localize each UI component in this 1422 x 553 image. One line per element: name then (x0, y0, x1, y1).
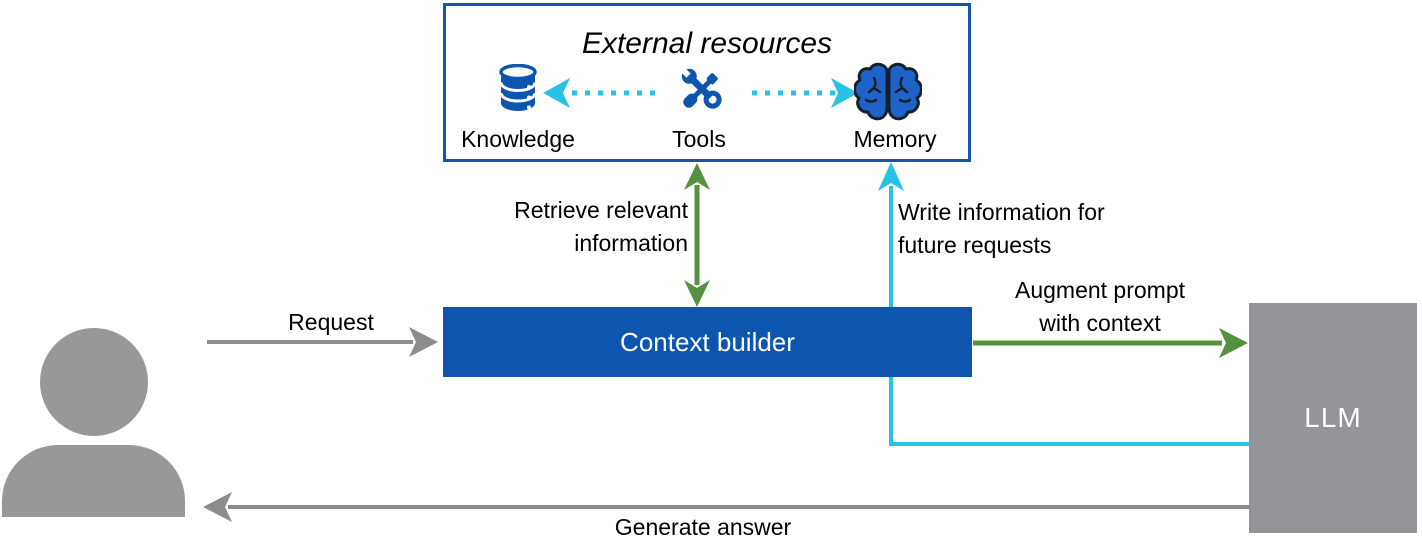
memory-label: Memory (853, 126, 937, 152)
llm-box: LLM (1249, 303, 1417, 533)
brain-left-lobe (854, 62, 889, 121)
external-resources-box: External resources (443, 3, 971, 162)
dotted-arrowhead-left-icon (543, 78, 570, 108)
generate-answer-label: Generate answer (614, 514, 792, 540)
retrieve-label: Retrieve relevant information (514, 197, 688, 256)
wrench-glyph (680, 67, 722, 109)
tools-to-knowledge-dotted-arrow (543, 78, 655, 108)
generate-answer-arrow (203, 492, 1249, 522)
person-head (40, 328, 148, 436)
memory-write-arrowhead-icon (878, 162, 904, 191)
llm-label: LLM (1304, 402, 1362, 433)
external-resources-title: External resources (581, 27, 833, 60)
brain-icon (854, 62, 922, 121)
augment-label: Augment prompt with context (1014, 277, 1186, 336)
context-builder-label: Context builder (620, 326, 795, 357)
tools-to-memory-dotted-arrow (752, 78, 858, 108)
retrieve-arrowhead-up-icon (684, 163, 710, 190)
dotted-arrowhead-right-icon (831, 78, 858, 108)
brain-right-lobe (887, 62, 922, 121)
retrieve-arrowhead-down-icon (684, 280, 710, 307)
tools-icon (680, 67, 722, 109)
tools-label: Tools (672, 126, 726, 152)
request-label: Request (288, 309, 374, 335)
generate-answer-arrowhead-icon (203, 492, 232, 522)
person-body (2, 445, 185, 517)
augment-arrow (973, 328, 1248, 358)
memory-write-line (889, 186, 1249, 446)
resource-dotted-links (543, 78, 858, 108)
request-arrow (207, 327, 438, 357)
write-label: Write information for future requests (898, 199, 1105, 258)
memory-write-arrow (878, 162, 1249, 446)
retrieve-double-arrow (684, 163, 710, 307)
request-arrowhead-icon (409, 327, 438, 357)
database-icon (499, 64, 537, 111)
knowledge-label: Knowledge (461, 126, 575, 152)
context-builder-box: Context builder (443, 307, 972, 377)
augment-arrowhead-icon (1219, 328, 1248, 358)
